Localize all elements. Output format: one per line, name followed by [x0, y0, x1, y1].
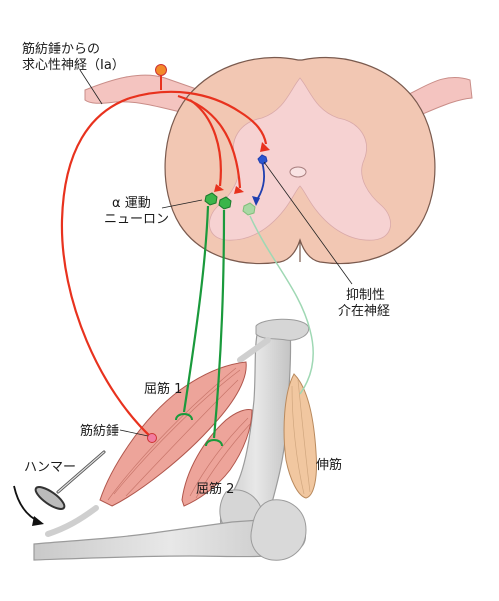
motor-end-plate-1	[175, 413, 193, 421]
flexor-muscle-2-fibers	[189, 417, 251, 499]
reflex-hammer	[13, 450, 106, 526]
inhibitory-interneuron-axon	[257, 161, 265, 199]
afferent-terminal-1	[260, 142, 270, 152]
afferent-terminal-2	[234, 186, 244, 194]
motor-end-plate-2	[205, 439, 223, 447]
tendon-upper	[237, 337, 271, 363]
alpha-motor-neuron-extensor	[242, 202, 256, 216]
afferent-branch-1	[177, 94, 242, 189]
label-afferent-line2: 求心性神経（Ia）	[22, 58, 125, 73]
motor-axon-to-extensor	[249, 215, 314, 395]
motor-axon-to-flexor-1	[182, 205, 210, 413]
hammer-head	[34, 486, 66, 510]
inhibitory-terminal	[252, 196, 260, 206]
flexor-muscle-2	[181, 409, 253, 507]
pointer-afferent	[79, 69, 103, 105]
dorsal-root-ganglion	[155, 64, 167, 76]
hammer-handle-inner	[57, 451, 105, 493]
label-extensor: 伸筋	[316, 458, 343, 473]
label-hammer: ハンマー	[24, 460, 77, 475]
pointer-spindle	[119, 429, 149, 437]
label-inhib-line2: 介在神経	[338, 304, 391, 319]
tendon-lower	[45, 505, 99, 537]
label-alpha-line1: α 運動	[112, 196, 151, 211]
nerve-root-band	[84, 74, 206, 119]
label-spindle: 筋紡錘	[80, 424, 120, 439]
flexor-muscle-1	[99, 361, 247, 507]
extensor-muscle-fibers	[291, 379, 311, 495]
muscle-spindle	[147, 433, 157, 443]
hip-bone	[255, 318, 310, 341]
label-inhib-line1: 抑制性	[346, 288, 386, 303]
label-alpha-line2: ニューロン	[104, 212, 170, 227]
inhibitory-interneuron-body	[257, 154, 268, 165]
pointer-alpha	[161, 199, 203, 209]
afferent-fiber	[60, 90, 268, 439]
alpha-motor-neuron-2	[218, 196, 232, 210]
label-afferent-line1: 筋紡錘からの	[22, 42, 101, 57]
knee-joint	[250, 499, 307, 561]
label-flexor-1: 屈筋 1	[144, 382, 183, 397]
pointer-inhib	[263, 161, 353, 285]
motor-axon-to-flexor-2	[212, 209, 226, 439]
afferent-branch-2	[189, 99, 222, 187]
hammer-swing-arrowhead	[32, 516, 44, 526]
alpha-motor-neuron-1	[204, 192, 218, 206]
label-flexor-2: 屈筋 2	[196, 482, 235, 497]
central-canal	[289, 166, 307, 178]
afferent-terminal-3	[214, 184, 224, 192]
